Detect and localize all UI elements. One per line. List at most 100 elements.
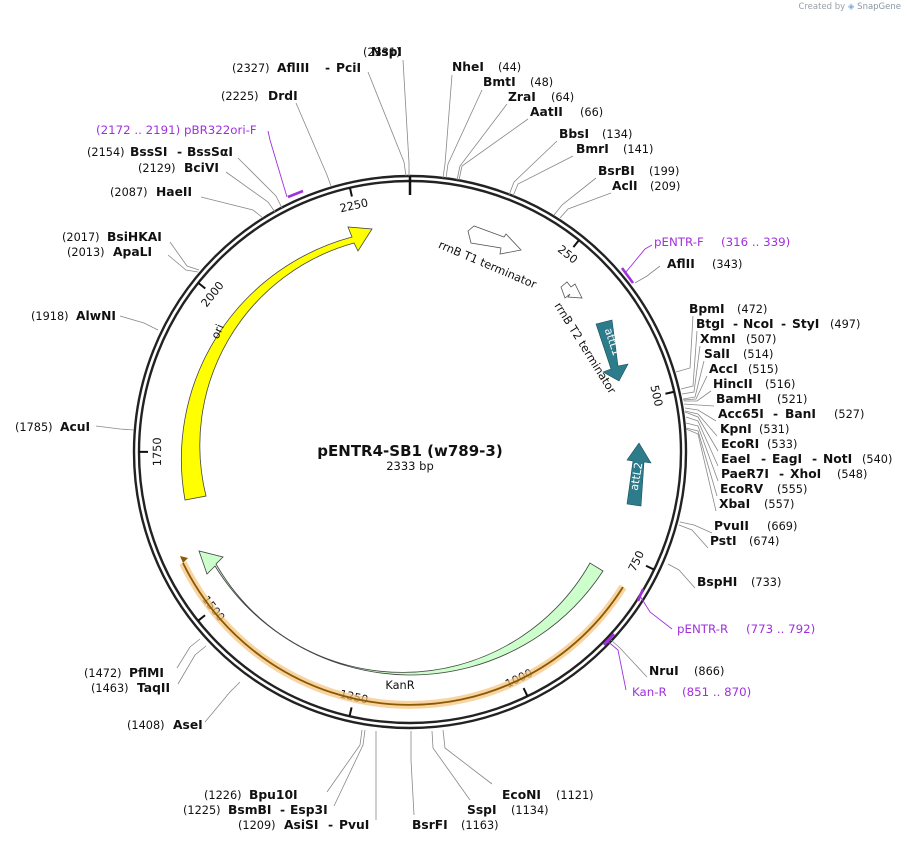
primer-name: pENTR-R xyxy=(677,622,728,636)
leader-bsmbi xyxy=(333,729,366,807)
leader-sali xyxy=(682,360,705,400)
enzyme-name: PaeR7I xyxy=(721,467,769,481)
enzyme-name: PstI xyxy=(710,534,737,548)
leader-psti xyxy=(678,524,709,549)
enzyme-name: BmrI xyxy=(576,142,609,156)
enzyme-pos: (1785) xyxy=(15,421,53,434)
enzyme-pos: (1408) xyxy=(127,719,165,732)
enzyme-pos: (540) xyxy=(862,453,892,466)
leader-afliii xyxy=(367,71,407,177)
primer-mark-pentr-f xyxy=(620,267,635,284)
leader-acui xyxy=(95,425,135,431)
enzyme-pos: (1121) xyxy=(556,789,594,802)
enzyme-pos: (1134) xyxy=(511,804,549,817)
enzyme-pos: (1209) xyxy=(238,819,276,832)
enzyme-name: PflMI xyxy=(129,666,164,680)
enzyme-name: TaqII xyxy=(137,681,170,695)
leader-pentr-f xyxy=(625,244,653,273)
leader-pentr-r xyxy=(639,595,673,630)
enzyme-name: HaeII xyxy=(156,185,192,199)
enzyme-name: StyI xyxy=(792,317,819,331)
enzyme-name-sep: - xyxy=(812,452,817,466)
enzyme-name: XhoI xyxy=(790,467,821,481)
enzyme-pos: (866) xyxy=(694,665,724,678)
enzyme-pos: (516) xyxy=(765,378,795,391)
enzyme-name: BamHI xyxy=(716,392,761,406)
leader-ecori xyxy=(684,411,719,452)
enzyme-pos: (44) xyxy=(498,61,521,74)
leader-nspi xyxy=(402,59,410,176)
enzyme-name-sep: - xyxy=(761,452,766,466)
leader-btgi xyxy=(680,330,698,390)
enzyme-pos: (66) xyxy=(580,106,603,119)
enzyme-pos: (2087) xyxy=(110,186,148,199)
enzyme-name-sep: - xyxy=(781,317,786,331)
scale-tick-mark xyxy=(348,707,353,717)
leader-lines xyxy=(95,59,719,820)
primer-range: (851 .. 870) xyxy=(682,685,751,699)
enzyme-name: NcoI xyxy=(743,317,774,331)
leader-zrai xyxy=(456,103,508,181)
enzyme-name: BbsI xyxy=(559,127,589,141)
enzyme-name: BsiHKAI xyxy=(107,230,162,244)
enzyme-name: BssSI xyxy=(130,145,167,159)
leader-apali xyxy=(167,254,199,273)
leader-bamhi xyxy=(683,403,715,407)
enzyme-name: NotI xyxy=(823,452,852,466)
enzyme-name: XbaI xyxy=(719,497,750,511)
leader-bmti xyxy=(445,89,483,179)
leader-haeii xyxy=(200,196,264,219)
enzyme-pos: (514) xyxy=(743,348,773,361)
enzyme-name: BtgI xyxy=(696,317,725,331)
enzyme-name: AccI xyxy=(709,362,738,376)
enzyme-name: SalI xyxy=(704,347,730,361)
feature-kanr-arrow xyxy=(198,550,604,676)
enzyme-pos: (674) xyxy=(749,535,779,548)
leader-pflmi xyxy=(176,638,201,669)
enzyme-pos: (1163) xyxy=(461,819,499,832)
scale-tick-label: 750 xyxy=(626,549,647,574)
enzyme-name: BssSαI xyxy=(187,145,233,159)
leader-bmri xyxy=(512,155,574,197)
feature-attl2-label: attL2 xyxy=(628,461,646,491)
leader-aflii xyxy=(634,265,661,284)
leader-taqii xyxy=(177,645,207,685)
enzyme-name-sep: - xyxy=(325,61,330,75)
primer-marks xyxy=(287,189,645,646)
enzyme-name: PvuI xyxy=(339,818,369,832)
enzyme-pos: (141) xyxy=(623,143,653,156)
enzyme-name: EcoRV xyxy=(720,482,764,496)
feature-attl1-arrow xyxy=(595,319,629,382)
feature-attl2-arrow xyxy=(626,442,652,507)
enzyme-name: AatII xyxy=(530,105,563,119)
primer-mark-kan-r xyxy=(603,633,615,646)
enzyme-name: ZraI xyxy=(508,90,536,104)
leader-xbai xyxy=(685,428,717,512)
plasmid-name: pENTR4-SB1 (w789-3) xyxy=(317,442,502,460)
enzyme-pos: (1918) xyxy=(31,310,69,323)
primer-name: pBR322ori-F xyxy=(184,123,257,137)
leader-xmni xyxy=(681,345,701,395)
leader-kpni xyxy=(684,410,718,437)
enzyme-name: AseI xyxy=(173,718,203,732)
enzyme-pos: (2327) xyxy=(232,62,270,75)
credit-prefix: Created by xyxy=(798,2,846,12)
primer-mark-pbr322ori-f xyxy=(287,189,304,199)
enzyme-name: AlwNI xyxy=(76,309,116,323)
enzyme-name: BsmBI xyxy=(228,803,271,817)
plasmid-length: 2333 bp xyxy=(386,459,434,473)
enzyme-pos: (497) xyxy=(830,318,860,331)
enzyme-name: NspI xyxy=(371,45,402,59)
enzyme-name: BpmI xyxy=(689,302,725,316)
leader-bsihkai xyxy=(169,241,200,271)
scale-tick-mark xyxy=(348,187,353,197)
leader-bpmi xyxy=(675,315,694,373)
enzyme-name: DrdI xyxy=(268,89,298,103)
leader-eaei xyxy=(685,416,719,467)
leader-hincii xyxy=(684,390,712,402)
enzyme-pos: (199) xyxy=(649,165,679,178)
leader-bpu10i xyxy=(326,729,363,793)
enzyme-pos: (548) xyxy=(837,468,867,481)
enzyme-pos: (533) xyxy=(767,438,797,451)
scale-tick-mark xyxy=(572,239,580,248)
